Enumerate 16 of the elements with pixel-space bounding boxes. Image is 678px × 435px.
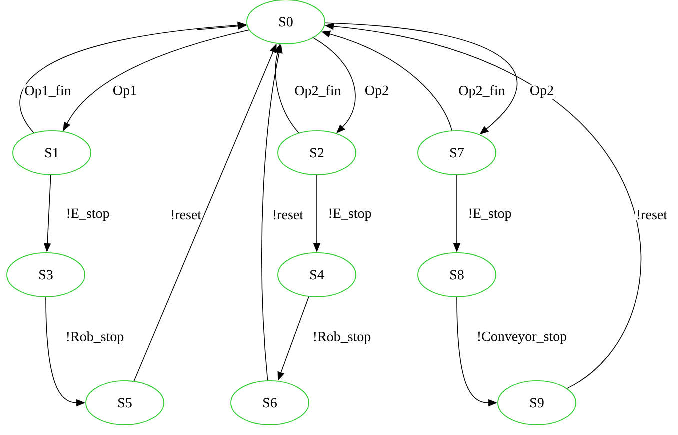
edge-label: !reset [169,209,203,221]
edge-label: !E_stop [327,208,373,222]
edge-label: !Rob_stop [312,330,372,346]
edge-label: !Conveyor_stop [476,330,568,346]
edge-label: Op1 [112,84,138,100]
edge-label: !reset [635,209,669,221]
edge-label: !E_stop [65,208,111,222]
edge-label: !E_stop [467,208,513,222]
edge-label: Op2_fin [458,84,506,100]
edge-label: Op2 [364,84,390,100]
edge-label: !reset [271,209,305,221]
edge-label: Op2_fin [294,84,342,100]
edge-label: Op2 [528,84,556,100]
arrow [313,38,356,134]
edge-label: !Rob_stop [64,330,126,346]
edge-label: Op1_fin [24,84,72,100]
